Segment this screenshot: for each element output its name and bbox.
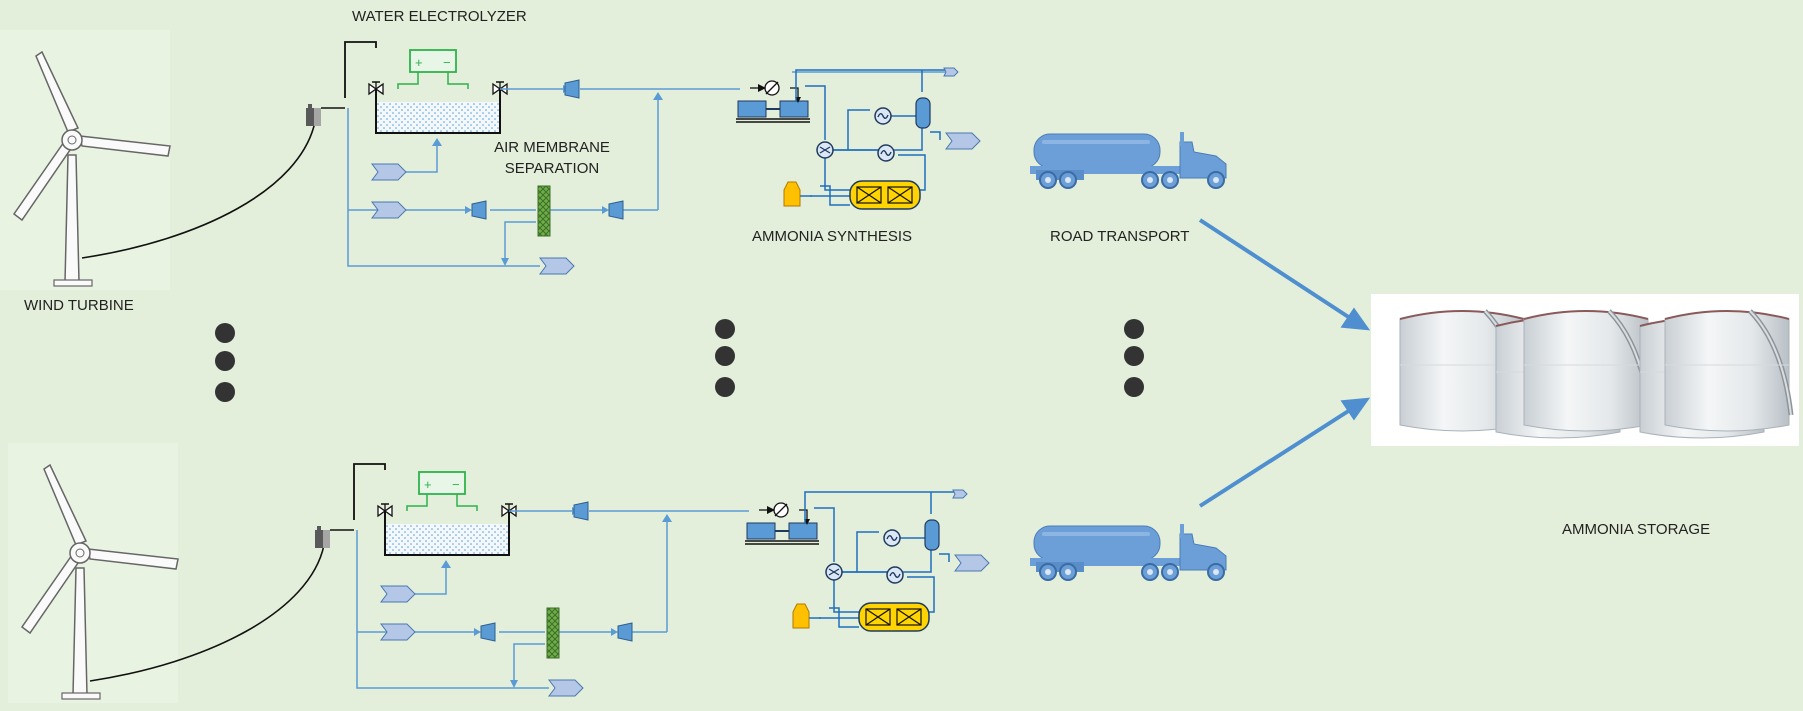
bottom-chain — [8, 443, 1226, 703]
tanker-truck-icon — [1030, 524, 1226, 580]
compressor-icon — [472, 201, 486, 219]
wind-turbine-label: WIND TURBINE — [24, 295, 134, 316]
compressor-icon — [609, 201, 623, 219]
wind-turbine-icon — [0, 30, 170, 290]
ammonia-storage-label: AMMONIA STORAGE — [1562, 519, 1710, 540]
stream-arrow-icon — [381, 586, 415, 602]
tanker-truck-icon — [1030, 132, 1226, 188]
air-membrane-label: AIR MEMBRANE SEPARATION — [482, 137, 622, 179]
road-transport-label: ROAD TRANSPORT — [1050, 226, 1189, 247]
heat-exchanger-icon — [887, 567, 903, 583]
plus-sign: + — [415, 56, 423, 70]
heat-exchanger-icon — [875, 108, 891, 124]
air-membrane-label-line1: AIR MEMBRANE — [482, 137, 622, 158]
compressor-icon — [574, 502, 588, 520]
ellipsis-dots-icon — [715, 319, 735, 397]
minus-sign: − — [452, 478, 460, 492]
battery-icon — [306, 104, 321, 126]
stream-arrow-icon — [540, 258, 574, 274]
plus-sign: + — [424, 478, 432, 492]
water-electrolyzer-label: WATER ELECTROLYZER — [352, 6, 527, 27]
flow-arrows — [1200, 220, 1366, 506]
electrolyzer-icon — [354, 464, 516, 555]
membrane-module-icon — [538, 186, 550, 236]
stream-arrow-icon — [549, 680, 583, 696]
ammonia-synthesis-unit — [736, 68, 980, 209]
wind-turbine-icon — [8, 443, 178, 703]
ammonia-synthesis-label: AMMONIA SYNTHESIS — [752, 226, 912, 247]
stream-arrow-icon — [946, 133, 980, 149]
membrane-module-icon — [547, 608, 559, 658]
storage-tanks-icon — [1371, 294, 1799, 446]
reactor-icon — [859, 603, 929, 631]
electrolyzer-icon — [345, 42, 507, 133]
heat-exchanger-icon — [884, 530, 900, 546]
stream-arrow-icon — [955, 555, 989, 571]
ellipsis-dots-icon — [215, 323, 235, 402]
reactor-icon — [850, 181, 920, 209]
separator-icon — [916, 98, 930, 128]
air-membrane-label-line2: SEPARATION — [482, 158, 622, 179]
separator-icon — [925, 520, 939, 550]
heat-exchanger-icon — [878, 145, 894, 161]
ammonia-synthesis-unit — [745, 490, 989, 631]
stream-arrow-icon — [372, 164, 406, 180]
minus-sign: − — [443, 56, 451, 70]
compressor-icon — [481, 623, 495, 641]
compressor-icon — [618, 623, 632, 641]
battery-icon — [315, 526, 330, 548]
compressor-icon — [565, 80, 579, 98]
ellipsis-dots-icon — [1124, 319, 1144, 397]
